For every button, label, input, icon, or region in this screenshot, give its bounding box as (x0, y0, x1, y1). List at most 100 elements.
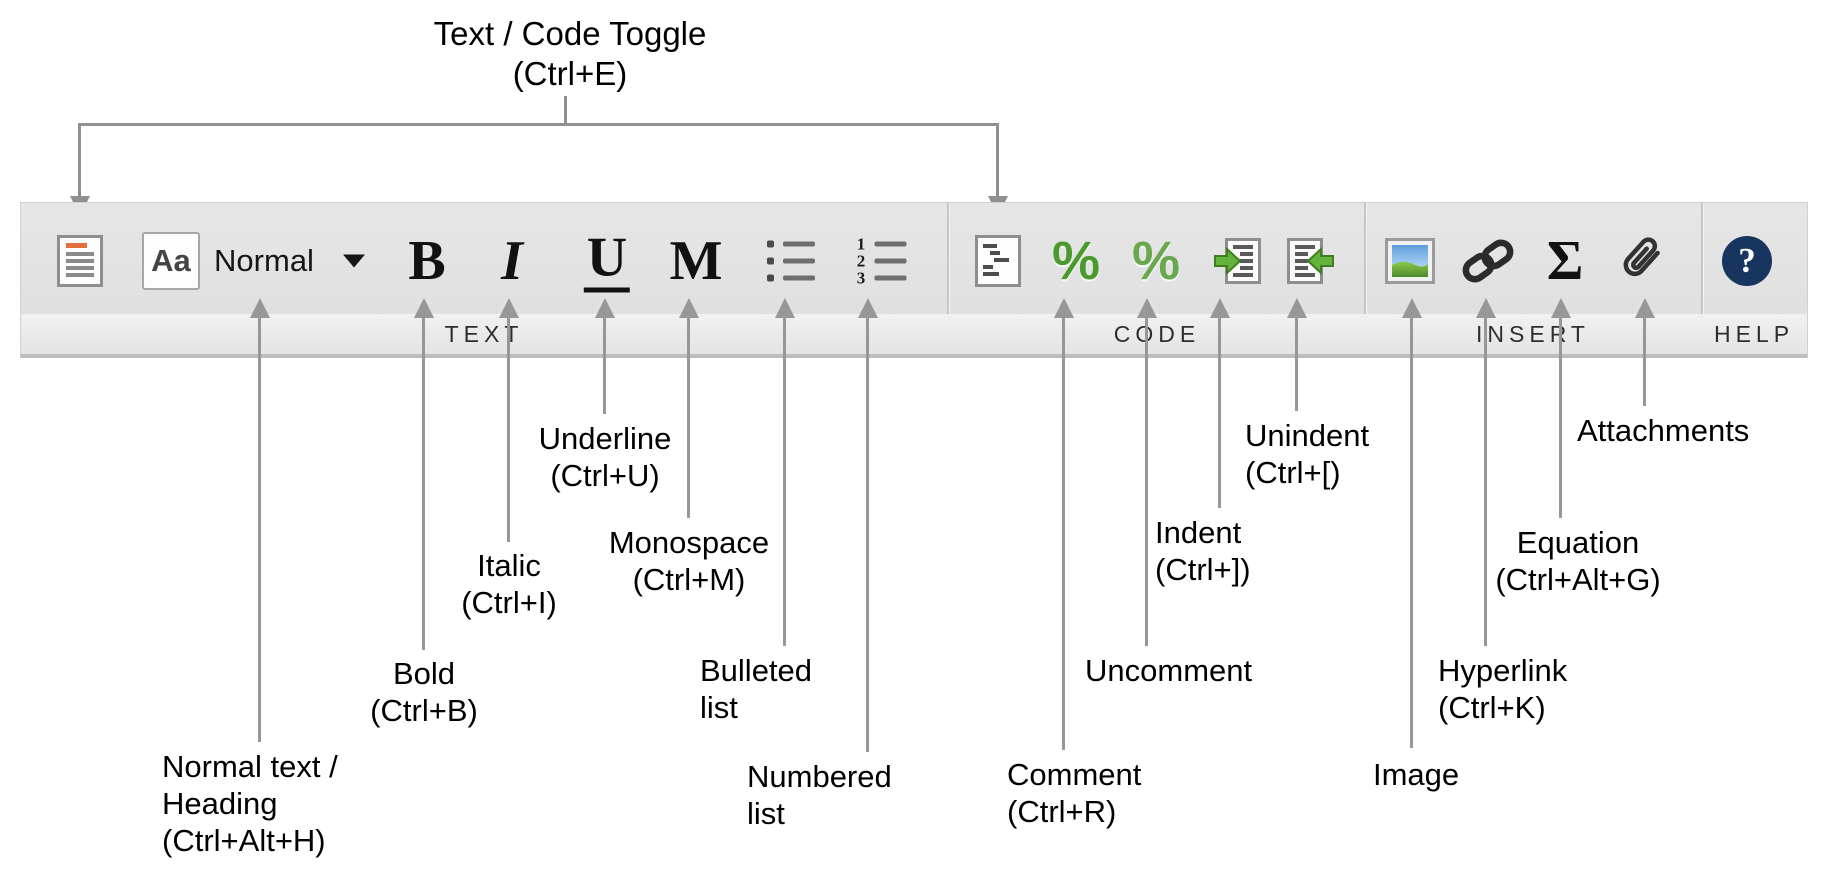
annotation-hyperlink: Hyperlink (Ctrl+K) (1438, 652, 1567, 726)
help-button[interactable]: ? (1722, 236, 1772, 286)
paragraph-style-dropdown[interactable]: Normal (214, 243, 314, 279)
underline-button[interactable]: U (583, 230, 631, 293)
code-mode-toggle-button[interactable] (975, 235, 1021, 287)
annotation-line: (Ctrl+Alt+H) (162, 823, 326, 858)
annotation-bold: Bold (Ctrl+B) (370, 655, 478, 729)
italic-button[interactable]: I (501, 233, 523, 289)
section-divider (1364, 203, 1366, 354)
code-document-icon (975, 235, 1021, 287)
chevron-down-icon (343, 254, 365, 268)
leader-indent (1210, 298, 1230, 508)
annotation-monospace: Monospace (Ctrl+M) (609, 524, 769, 598)
leader-bold (414, 298, 434, 650)
annotation-line: Unindent (1245, 418, 1370, 453)
annotation-line: Normal text / (162, 749, 338, 784)
leader-bulleted (775, 298, 795, 646)
annotation-line: Monospace (608, 525, 770, 560)
annotation-italic: Italic (Ctrl+I) (461, 547, 557, 621)
leader-italic (499, 298, 519, 542)
annotation-line: Attachments (1577, 413, 1750, 448)
leader-numbered (858, 298, 878, 752)
unindent-button[interactable] (1285, 236, 1335, 286)
leader-uncomment (1137, 298, 1157, 646)
leader-monospace (679, 298, 699, 518)
bracket-arrow-left (70, 123, 90, 216)
annotation-line: (Ctrl+M) (632, 562, 746, 597)
annotation-unindent: Unindent (Ctrl+[) (1245, 417, 1369, 491)
annotation-line: Hyperlink (1438, 653, 1568, 688)
insert-attachment-button[interactable] (1614, 234, 1668, 288)
annotation-line: Text / Code Toggle (433, 15, 707, 52)
paperclip-icon (1623, 237, 1660, 277)
image-icon (1385, 238, 1435, 284)
editor-toolbar: Aa Normal B I U M (20, 202, 1808, 358)
numbered-list-button[interactable]: 1 2 3 (856, 234, 907, 288)
paragraph-style-value: Normal (214, 243, 314, 278)
bracket-horizontal-line (78, 123, 999, 126)
annotation-comment: Comment (Ctrl+R) (1007, 756, 1141, 830)
section-label-help: HELP (1713, 321, 1795, 347)
toolbar-section-strip: TEXT CODE INSERT HELP (21, 314, 1807, 354)
comment-button[interactable]: % (1052, 234, 1100, 288)
annotation-line: Italic (477, 548, 541, 583)
leader-underline (595, 298, 615, 414)
percent-icon: % (1131, 231, 1180, 291)
list-digit: 3 (856, 268, 866, 288)
monospace-button[interactable]: M (670, 233, 723, 289)
section-divider (947, 203, 949, 354)
list-digit: 2 (856, 251, 866, 271)
indent-button[interactable] (1213, 236, 1263, 286)
bracket-stub-line (564, 96, 567, 123)
unindent-icon (1287, 238, 1334, 284)
list-digit: 1 (856, 234, 866, 254)
uncomment-button[interactable]: % (263, 234, 1828, 288)
annotation-line: (Ctrl+E) (512, 55, 628, 92)
annotation-line: (Ctrl+U) (550, 458, 660, 493)
leader-equation (1551, 298, 1571, 518)
insert-equation-button[interactable]: Σ (1547, 233, 1584, 289)
annotation-line: Comment (1007, 757, 1142, 792)
insert-hyperlink-button[interactable] (1459, 235, 1517, 287)
section-label-text: TEXT (444, 321, 524, 347)
annotation-attachments: Attachments (1577, 412, 1749, 449)
insert-image-button[interactable] (1385, 238, 1435, 284)
aa-icon: Aa (142, 232, 200, 290)
sigma-icon: Σ (1546, 230, 1584, 292)
bold-icon: B (408, 230, 446, 292)
text-mode-toggle-button[interactable] (57, 235, 103, 287)
monospace-icon: M (669, 230, 723, 292)
question-mark-icon: ? (1722, 236, 1772, 286)
underline-icon: U (583, 230, 631, 293)
annotation-line: (Ctrl+]) (1155, 552, 1251, 587)
leader-hyperlink (1476, 298, 1496, 646)
annotation-line: Image (1373, 757, 1460, 792)
bold-button[interactable]: B (408, 233, 445, 289)
annotation-equation: Equation (Ctrl+Alt+G) (1495, 524, 1660, 598)
font-style-button[interactable]: Aa (142, 232, 200, 290)
numbered-list-icon: 1 2 3 (856, 234, 907, 288)
section-label-insert: INSERT (1476, 321, 1590, 347)
leader-attachments (1635, 298, 1655, 406)
annotation-underline: Underline (Ctrl+U) (539, 420, 672, 494)
toolbar-button-row: Aa Normal B I U M (21, 203, 1807, 314)
bulleted-list-button[interactable] (767, 240, 815, 282)
annotation-line: (Ctrl+K) (1438, 690, 1546, 725)
paragraph-style-caret[interactable] (343, 254, 365, 268)
annotation-line: list (700, 690, 738, 725)
annotation-line: list (747, 796, 785, 831)
annotation-indent: Indent (Ctrl+]) (1155, 514, 1251, 588)
annotation-line: Equation (1516, 525, 1640, 560)
leader-image (1402, 298, 1422, 748)
annotation-line: (Ctrl+[) (1245, 455, 1341, 490)
hyperlink-chain-icon (1462, 239, 1514, 283)
section-divider (1701, 203, 1703, 354)
annotation-image: Image (1373, 756, 1459, 793)
annotation-normal-heading: Normal text / Heading (Ctrl+Alt+H) (162, 748, 338, 859)
leader-unindent (1287, 298, 1307, 411)
annotation-line: Heading (162, 786, 278, 821)
annotation-uncomment: Uncomment (1085, 652, 1252, 689)
annotation-line: Underline (538, 421, 672, 456)
bulleted-list-icon (767, 240, 815, 282)
annotation-numbered-list: Numbered list (747, 758, 892, 832)
